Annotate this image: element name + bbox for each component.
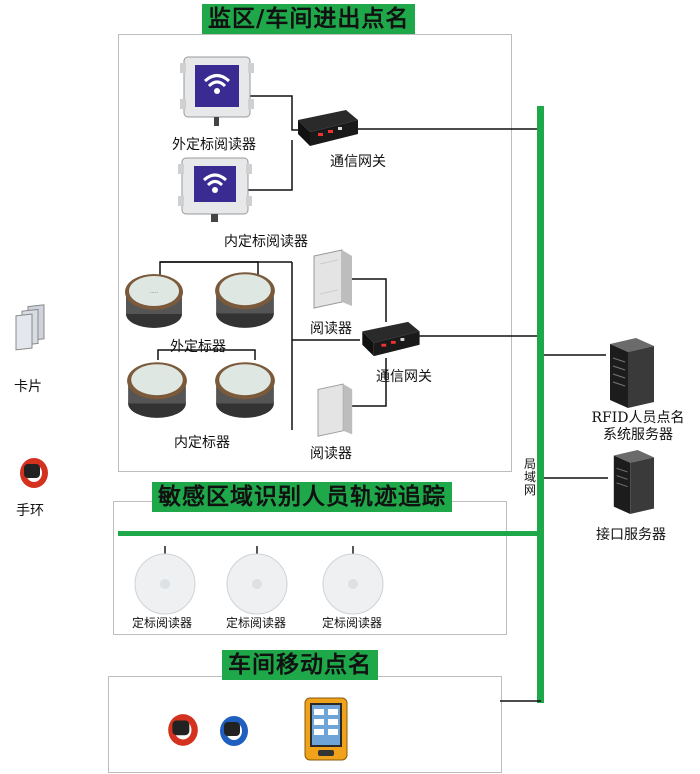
bracelet-icon xyxy=(20,458,48,488)
outer-reader-device xyxy=(180,56,254,126)
interface-server-icon xyxy=(613,450,655,514)
marker-wire-bottom xyxy=(157,349,256,360)
svg-text:·····: ····· xyxy=(150,290,158,296)
ap-3-icon xyxy=(322,546,384,615)
reader-1-label: 阅读器 xyxy=(310,321,352,337)
ap-1-label: 定标阅读器 xyxy=(132,616,193,630)
outer-marker-label: 外定标器 xyxy=(170,339,226,355)
card-icon xyxy=(15,304,45,351)
blue-bracelet-icon xyxy=(220,716,248,746)
reader2-link xyxy=(352,358,387,407)
ap-2-icon xyxy=(226,546,288,615)
rfid-server-icon xyxy=(610,338,654,408)
outer-marker-2 xyxy=(215,272,275,328)
inner-marker-label: 内定标器 xyxy=(174,435,230,451)
inner-marker-2 xyxy=(215,362,275,418)
handheld-terminal-icon xyxy=(304,697,348,761)
outer-marker-1: ····· xyxy=(125,274,183,328)
section-title-bottom: 车间移动点名 xyxy=(222,650,378,680)
section-title-top: 监区/车间进出点名 xyxy=(202,4,416,34)
inner-reader-label: 内定标阅读器 xyxy=(224,234,308,250)
ap-1-icon xyxy=(134,546,196,615)
gateway-2-label: 通信网关 xyxy=(376,369,432,385)
red-bracelet-icon xyxy=(168,714,198,746)
lan-bus xyxy=(537,106,544,703)
outer-reader-link xyxy=(247,95,298,131)
interface-server-label: 接口服务器 xyxy=(596,527,666,543)
gateway-1-label: 通信网关 xyxy=(330,154,386,170)
rfid-server-label: RFID人员点名系统服务器 xyxy=(591,410,685,443)
ap-3-label: 定标阅读器 xyxy=(322,616,383,630)
lan-label: 局域网 xyxy=(523,457,536,497)
reader-2-label: 阅读器 xyxy=(310,446,352,462)
inner-reader-device xyxy=(178,157,252,222)
gateway-1-device xyxy=(298,110,358,146)
middle-bus xyxy=(118,531,542,536)
reader1-link xyxy=(352,278,387,322)
outer-reader-label: 外定标阅读器 xyxy=(172,137,256,153)
inner-marker-1 xyxy=(127,362,187,418)
section-title-middle: 敏感区域识别人员轨迹追踪 xyxy=(152,482,452,512)
inner-reader-link xyxy=(247,140,293,191)
bracelet-label: 手环 xyxy=(16,503,44,519)
reader-1-device xyxy=(313,249,352,309)
card-label: 卡片 xyxy=(14,379,42,395)
gateway-2-device xyxy=(362,321,420,357)
ap-2-label: 定标阅读器 xyxy=(226,616,287,630)
reader-2-device xyxy=(317,383,353,437)
